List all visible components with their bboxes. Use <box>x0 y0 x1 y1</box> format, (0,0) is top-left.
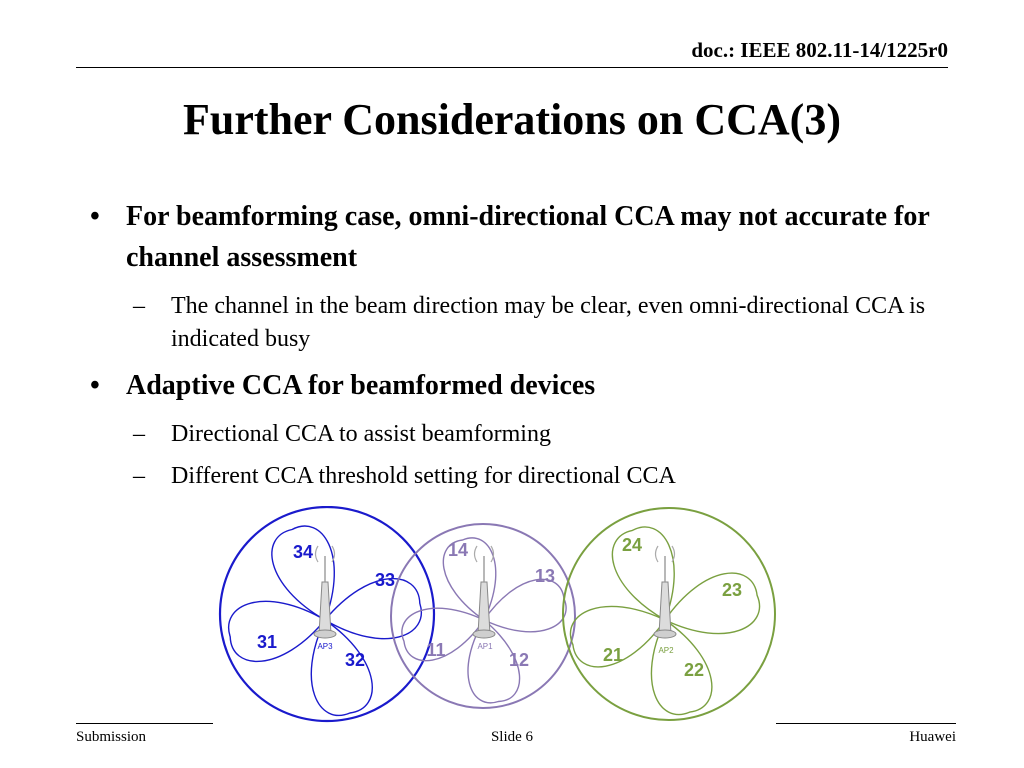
slide-body: • For beamforming case, omni-directional… <box>86 196 946 502</box>
slide-title: Further Considerations on CCA(3) <box>183 95 841 144</box>
beam-lobe <box>467 618 521 704</box>
doc-id: doc.: IEEE 802.11-14/1225r0 <box>691 38 948 62</box>
beam-label: 13 <box>535 566 555 586</box>
footer-center: Slide 6 <box>490 729 534 745</box>
header-rule <box>76 67 948 68</box>
beam-label: 31 <box>257 632 277 652</box>
beam-label: 21 <box>603 645 623 665</box>
bullet-2-text: Adaptive CCA for beamformed devices <box>126 370 596 401</box>
footer-left: Submission <box>76 729 147 745</box>
coverage-circle <box>562 507 776 721</box>
beam-lobe <box>401 607 486 662</box>
sub-bullet-2-2-text: Different CCA threshold setting for dire… <box>171 463 676 489</box>
footer-rule-right <box>776 723 956 724</box>
antenna-base-icon <box>472 629 496 639</box>
signal-waves-icon <box>473 545 495 563</box>
antenna-base-icon <box>313 629 337 639</box>
beam-lobe <box>442 537 497 622</box>
beam-label: 14 <box>448 540 468 560</box>
ap-group-ap3: AP3 34 33 31 32 <box>218 506 436 723</box>
signal-waves-icon <box>314 545 336 563</box>
bullet-1: • For beamforming case, omni-directional… <box>86 196 946 278</box>
coverage-circle <box>218 506 436 723</box>
ap-label: AP2 <box>658 646 674 655</box>
footer-rule-left <box>76 723 213 724</box>
sub-bullet-marker: – <box>133 421 145 447</box>
beamforming-diagram: AP3 34 33 31 32 AP1 14 13 11 12 AP2 24 23 21 22 <box>205 506 785 724</box>
beam-lobe <box>310 618 373 716</box>
ap-group-ap1: AP1 14 13 11 12 <box>390 523 576 709</box>
beam-label: 33 <box>375 570 395 590</box>
sub-bullet-marker: – <box>133 463 145 489</box>
sub-bullet-1-1: – The channel in the beam direction may … <box>86 290 946 356</box>
sub-bullet-marker: – <box>133 293 145 319</box>
bullet-marker: • <box>90 370 100 401</box>
beam-label: 24 <box>622 535 642 555</box>
ap-label: AP3 <box>317 642 333 651</box>
beam-lobe <box>611 526 675 622</box>
sub-bullet-1-1-text: The channel in the beam direction may be… <box>171 293 926 352</box>
beam-lobe <box>650 618 713 716</box>
antenna-base-icon <box>653 629 677 639</box>
footer-right: Huawei <box>909 729 956 745</box>
ap-label: AP1 <box>477 642 493 651</box>
beam-label: 23 <box>722 580 742 600</box>
antenna-icon <box>318 581 332 635</box>
beam-lobe <box>323 577 422 640</box>
beam-label: 11 <box>426 640 445 660</box>
beam-lobe <box>271 525 335 622</box>
signal-waves-icon <box>654 545 676 563</box>
antenna-icon <box>477 581 491 635</box>
sub-bullet-2-2: – Different CCA threshold setting for di… <box>86 460 946 493</box>
beam-label: 34 <box>293 542 313 562</box>
beam-label: 32 <box>345 650 365 670</box>
beam-lobe <box>569 605 667 668</box>
beam-lobe <box>482 578 567 633</box>
antenna-icon <box>658 581 672 635</box>
beam-label: 12 <box>509 650 529 670</box>
beam-lobe <box>228 600 327 663</box>
beam-label: 22 <box>684 660 704 680</box>
bullet-2: • Adaptive CCA for beamformed devices <box>86 365 946 406</box>
sub-bullet-2-1: – Directional CCA to assist beamforming <box>86 418 946 451</box>
beamforming-diagram-svg: AP3 34 33 31 32 AP1 14 13 11 12 AP2 24 23 21 22 <box>218 506 776 723</box>
bullet-1-text: For beamforming case, omni-directional C… <box>126 201 930 273</box>
bullet-marker: • <box>90 201 100 232</box>
coverage-circle <box>390 523 576 709</box>
sub-bullet-2-1-text: Directional CCA to assist beamforming <box>171 421 551 447</box>
beam-lobe <box>663 572 761 635</box>
ap-group-ap2: AP2 24 23 21 22 <box>562 507 776 721</box>
